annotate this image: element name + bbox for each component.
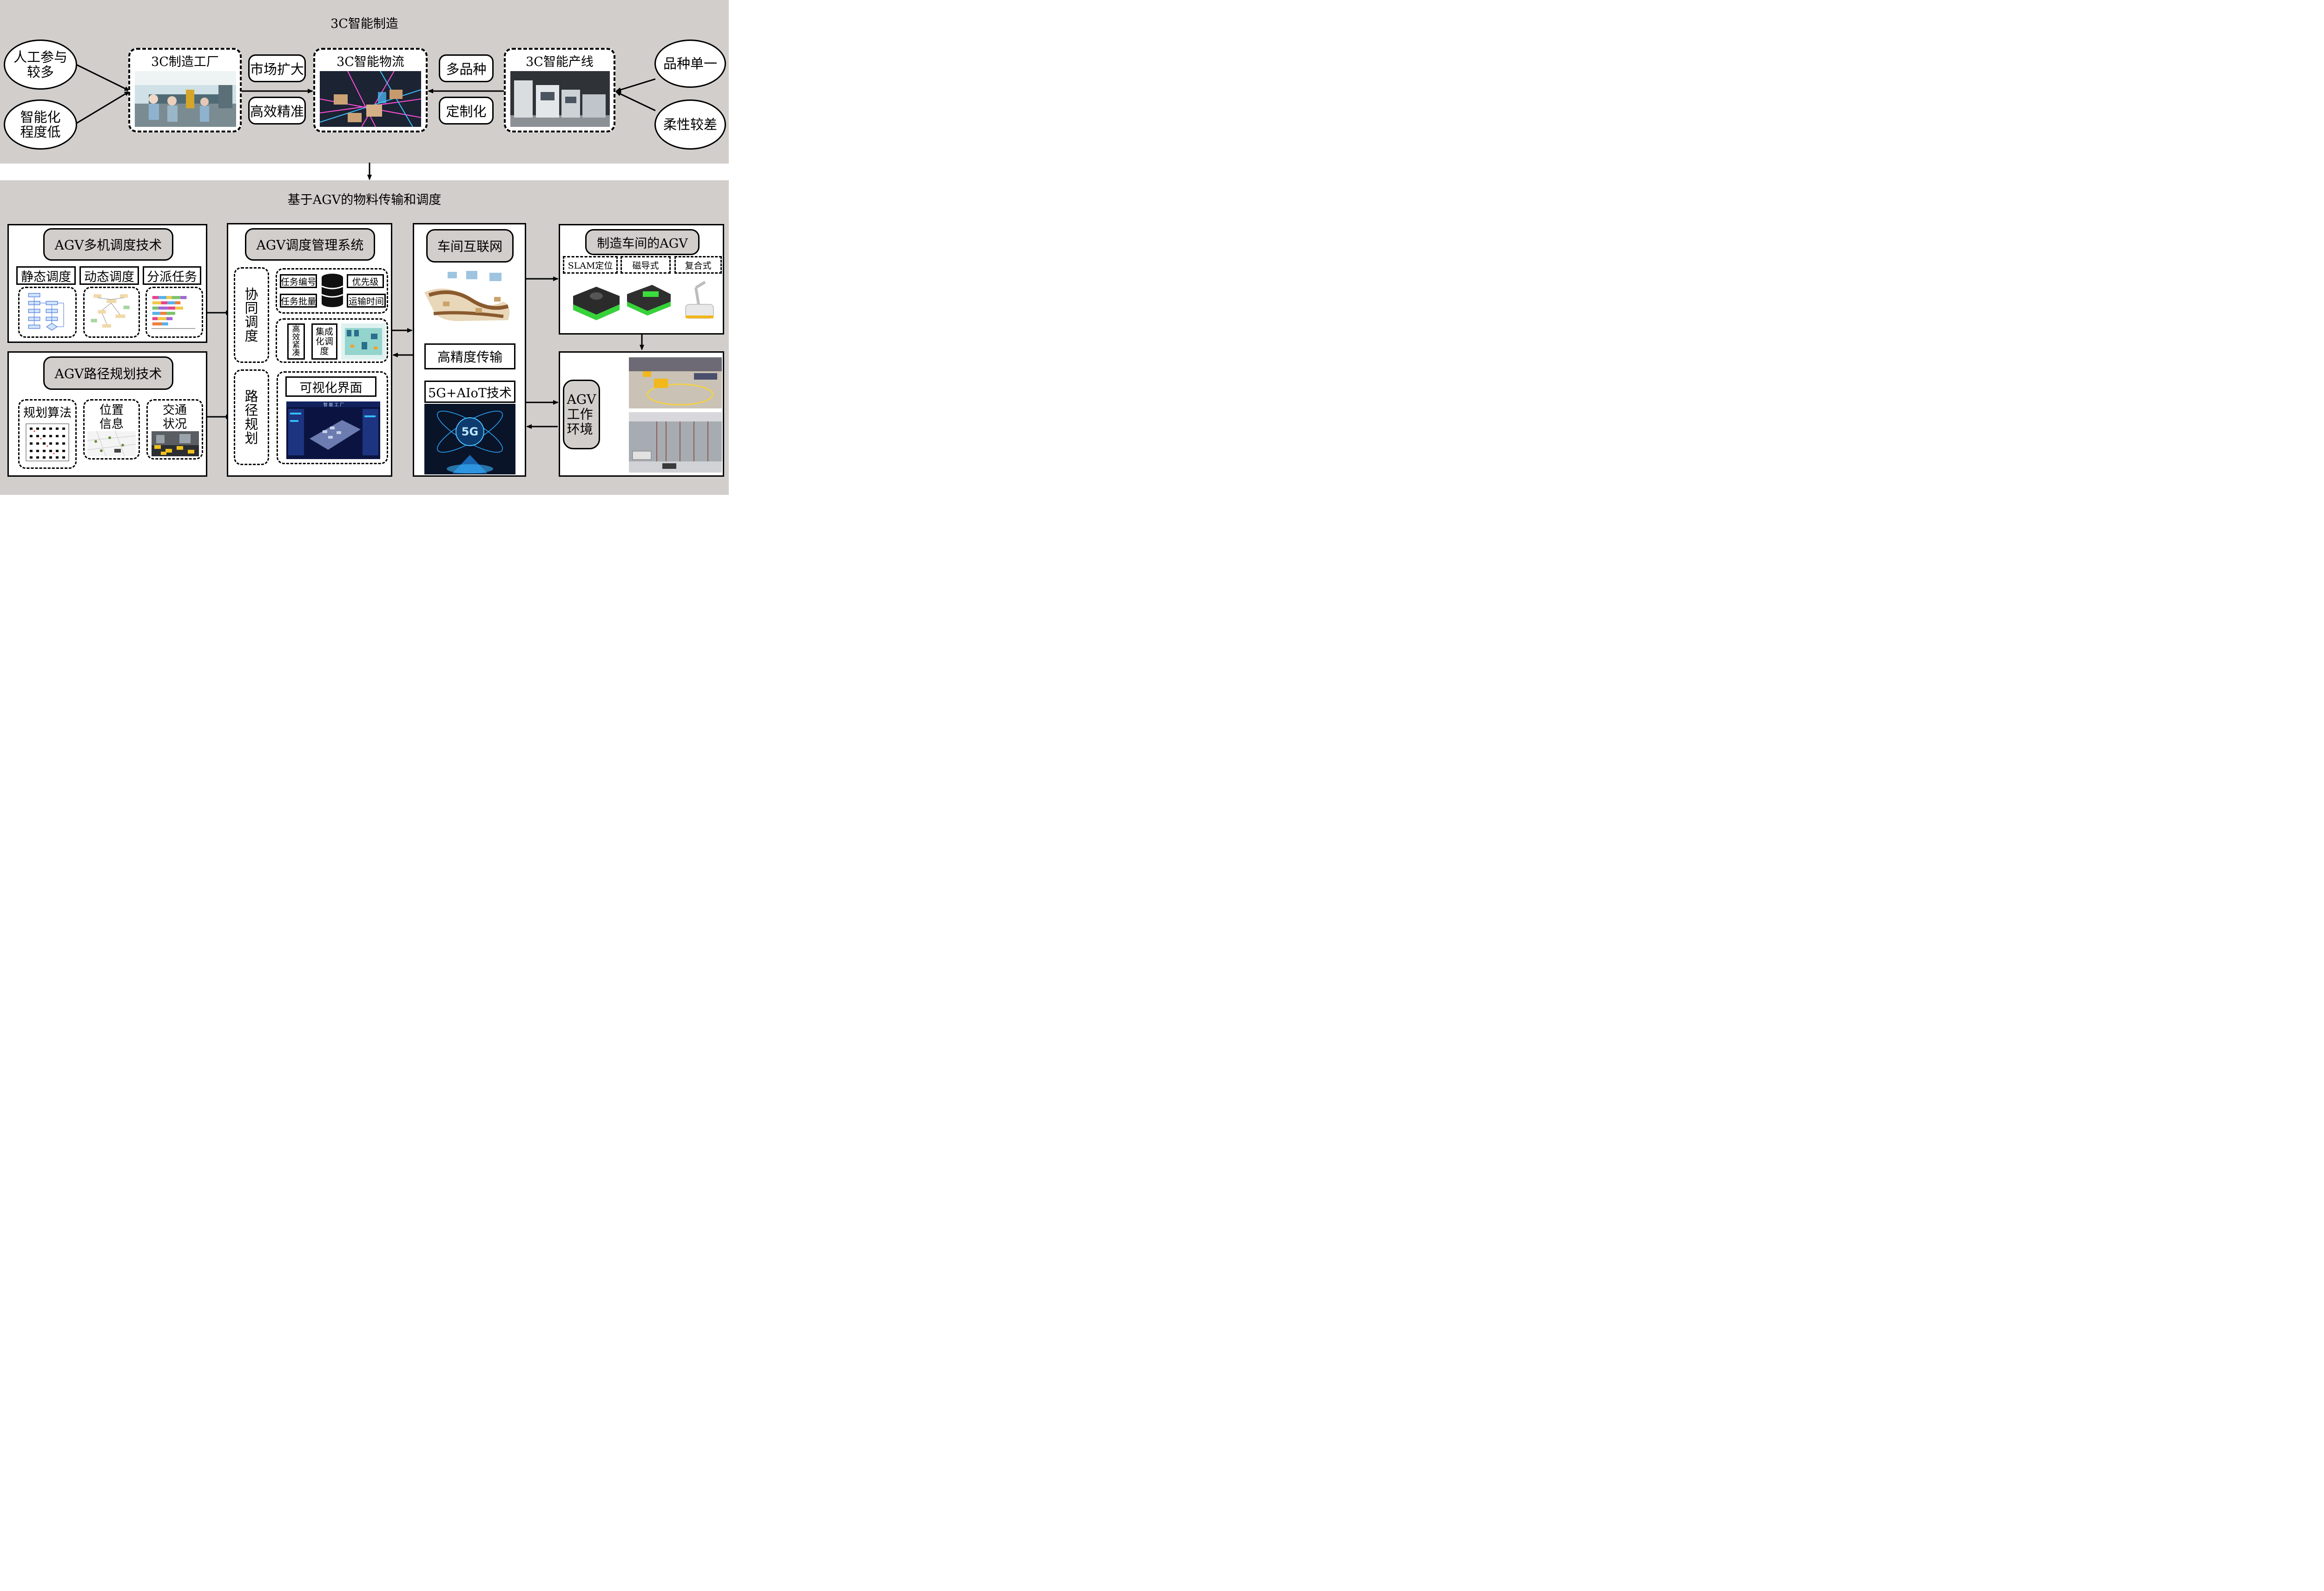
label-market-expansion: 市场扩大 [248, 54, 306, 82]
5g-aiot-label: 5G+AIoT技术 [424, 381, 515, 403]
agv-env-panel: AGV 工作 环境 [559, 351, 724, 477]
mgmt-system-panel: AGV调度管理系统 协 同 调 度 任务编号 优先级 任务批量 运输时间 高 效… [227, 223, 392, 477]
visual-interface-label: 可视化界面 [285, 376, 376, 397]
dispatch-gantt-chart [145, 287, 203, 338]
task-info-block: 任务编号 优先级 任务批量 运输时间 [276, 268, 388, 314]
logistics-photo [320, 71, 421, 127]
issue-single-variety: 品种单一 [654, 39, 726, 88]
factory-photo [135, 71, 236, 127]
agv-type-slam: SLAM定位 [563, 256, 618, 274]
production-line-photo [510, 71, 610, 127]
task-batch-label: 任务批量 [280, 294, 317, 308]
label-customization: 定制化 [439, 97, 494, 125]
static-scheduling-label: 静态调度 [16, 266, 76, 285]
label-efficient-precise: 高效精准 [248, 97, 306, 125]
integrated-scheduling-label: 集成 化调 度 [311, 323, 337, 360]
planning-grid-chart [26, 423, 69, 461]
logistics-card: 3C智能物流 [313, 48, 428, 132]
traffic-status-card: 交通 状况 [146, 399, 203, 460]
compact-label: 高 效 紧 凑 [287, 323, 305, 360]
network-panel: 车间互联网 高精度传输 5G+AIoT技术 5G [413, 223, 526, 477]
path-planning-block: 路 径 规 划 [234, 369, 269, 465]
dynamic-diagram [83, 287, 140, 338]
issue-poor-flexibility: 柔性较差 [654, 99, 726, 150]
integrated-scheduling-image [341, 323, 386, 360]
agv-photos [573, 281, 714, 320]
traffic-status-label: 交通 状况 [162, 403, 187, 431]
multi-scheduling-title: AGV多机调度技术 [43, 228, 173, 261]
issue-manual-labor: 人工参与 较多 [4, 39, 77, 90]
multi-scheduling-panel: AGV多机调度技术 静态调度 动态调度 分派任务 [7, 224, 207, 343]
transport-time-label: 运输时间 [347, 294, 386, 308]
agv-type-magnetic: 磁导式 [621, 256, 671, 274]
task-number-label: 任务编号 [280, 274, 317, 288]
agv-env-pill: AGV 工作 环境 [563, 380, 600, 449]
production-line-title: 3C智能产线 [526, 54, 594, 69]
bottom-section-title: 基于AGV的物料传输和调度 [287, 193, 442, 207]
path-planning-title: AGV路径规划技术 [43, 356, 173, 390]
dashboard-title: 智 能 工 厂 [323, 402, 344, 408]
priority-label: 优先级 [347, 274, 384, 288]
static-flowchart [18, 287, 77, 338]
network-title: 车间互联网 [426, 229, 514, 263]
5g-visual-image [424, 404, 515, 474]
factory-title: 3C制造工厂 [151, 54, 219, 69]
label-multi-variety: 多品种 [439, 54, 494, 82]
cooperative-scheduling-block: 协 同 调 度 [234, 267, 269, 363]
path-planning-panel: AGV路径规划技术 规划算法 位置 信息 交通 状况 [7, 351, 207, 477]
agv-type-composite: 复合式 [674, 256, 722, 274]
high-precision-transmission-label: 高精度传输 [424, 343, 515, 369]
cooperative-scheduling-label: 协 同 调 度 [244, 286, 258, 344]
path-planning-label: 路 径 规 划 [244, 388, 258, 446]
dashboard-image [286, 401, 380, 459]
agv-env-photo-top [629, 357, 722, 408]
dynamic-scheduling-label: 动态调度 [79, 266, 139, 285]
factory-card: 3C制造工厂 [128, 48, 242, 132]
task-dispatch-label: 分派任务 [143, 266, 201, 285]
position-info-image [87, 431, 136, 456]
position-info-label: 位置 信息 [99, 403, 124, 431]
visual-interface-block: 可视化界面 智 能 工 厂 [277, 371, 388, 464]
database-icon [321, 274, 343, 307]
traffic-status-image [152, 431, 199, 456]
agv-title: 制造车间的AGV [585, 229, 700, 255]
mgmt-system-title: AGV调度管理系统 [245, 228, 375, 261]
agv-panel: 制造车间的AGV SLAM定位 磁导式 复合式 [559, 224, 724, 335]
iot-map-image [420, 269, 521, 326]
5g-badge: 5G [461, 425, 479, 438]
issue-low-intelligence: 智能化 程度低 [4, 99, 77, 150]
agv-env-photo-bottom [629, 412, 722, 473]
scheduling-modes-block: 高 效 紧 凑 集成 化调 度 [276, 318, 388, 363]
planning-algorithm-card: 规划算法 [18, 399, 77, 469]
production-line-card: 3C智能产线 [504, 48, 615, 132]
top-section-title: 3C智能制造 [330, 17, 398, 31]
planning-algorithm-label: 规划算法 [23, 406, 72, 420]
position-info-card: 位置 信息 [83, 399, 140, 460]
logistics-title: 3C智能物流 [337, 54, 404, 69]
agv-env-label: AGV 工作 环境 [567, 392, 596, 437]
